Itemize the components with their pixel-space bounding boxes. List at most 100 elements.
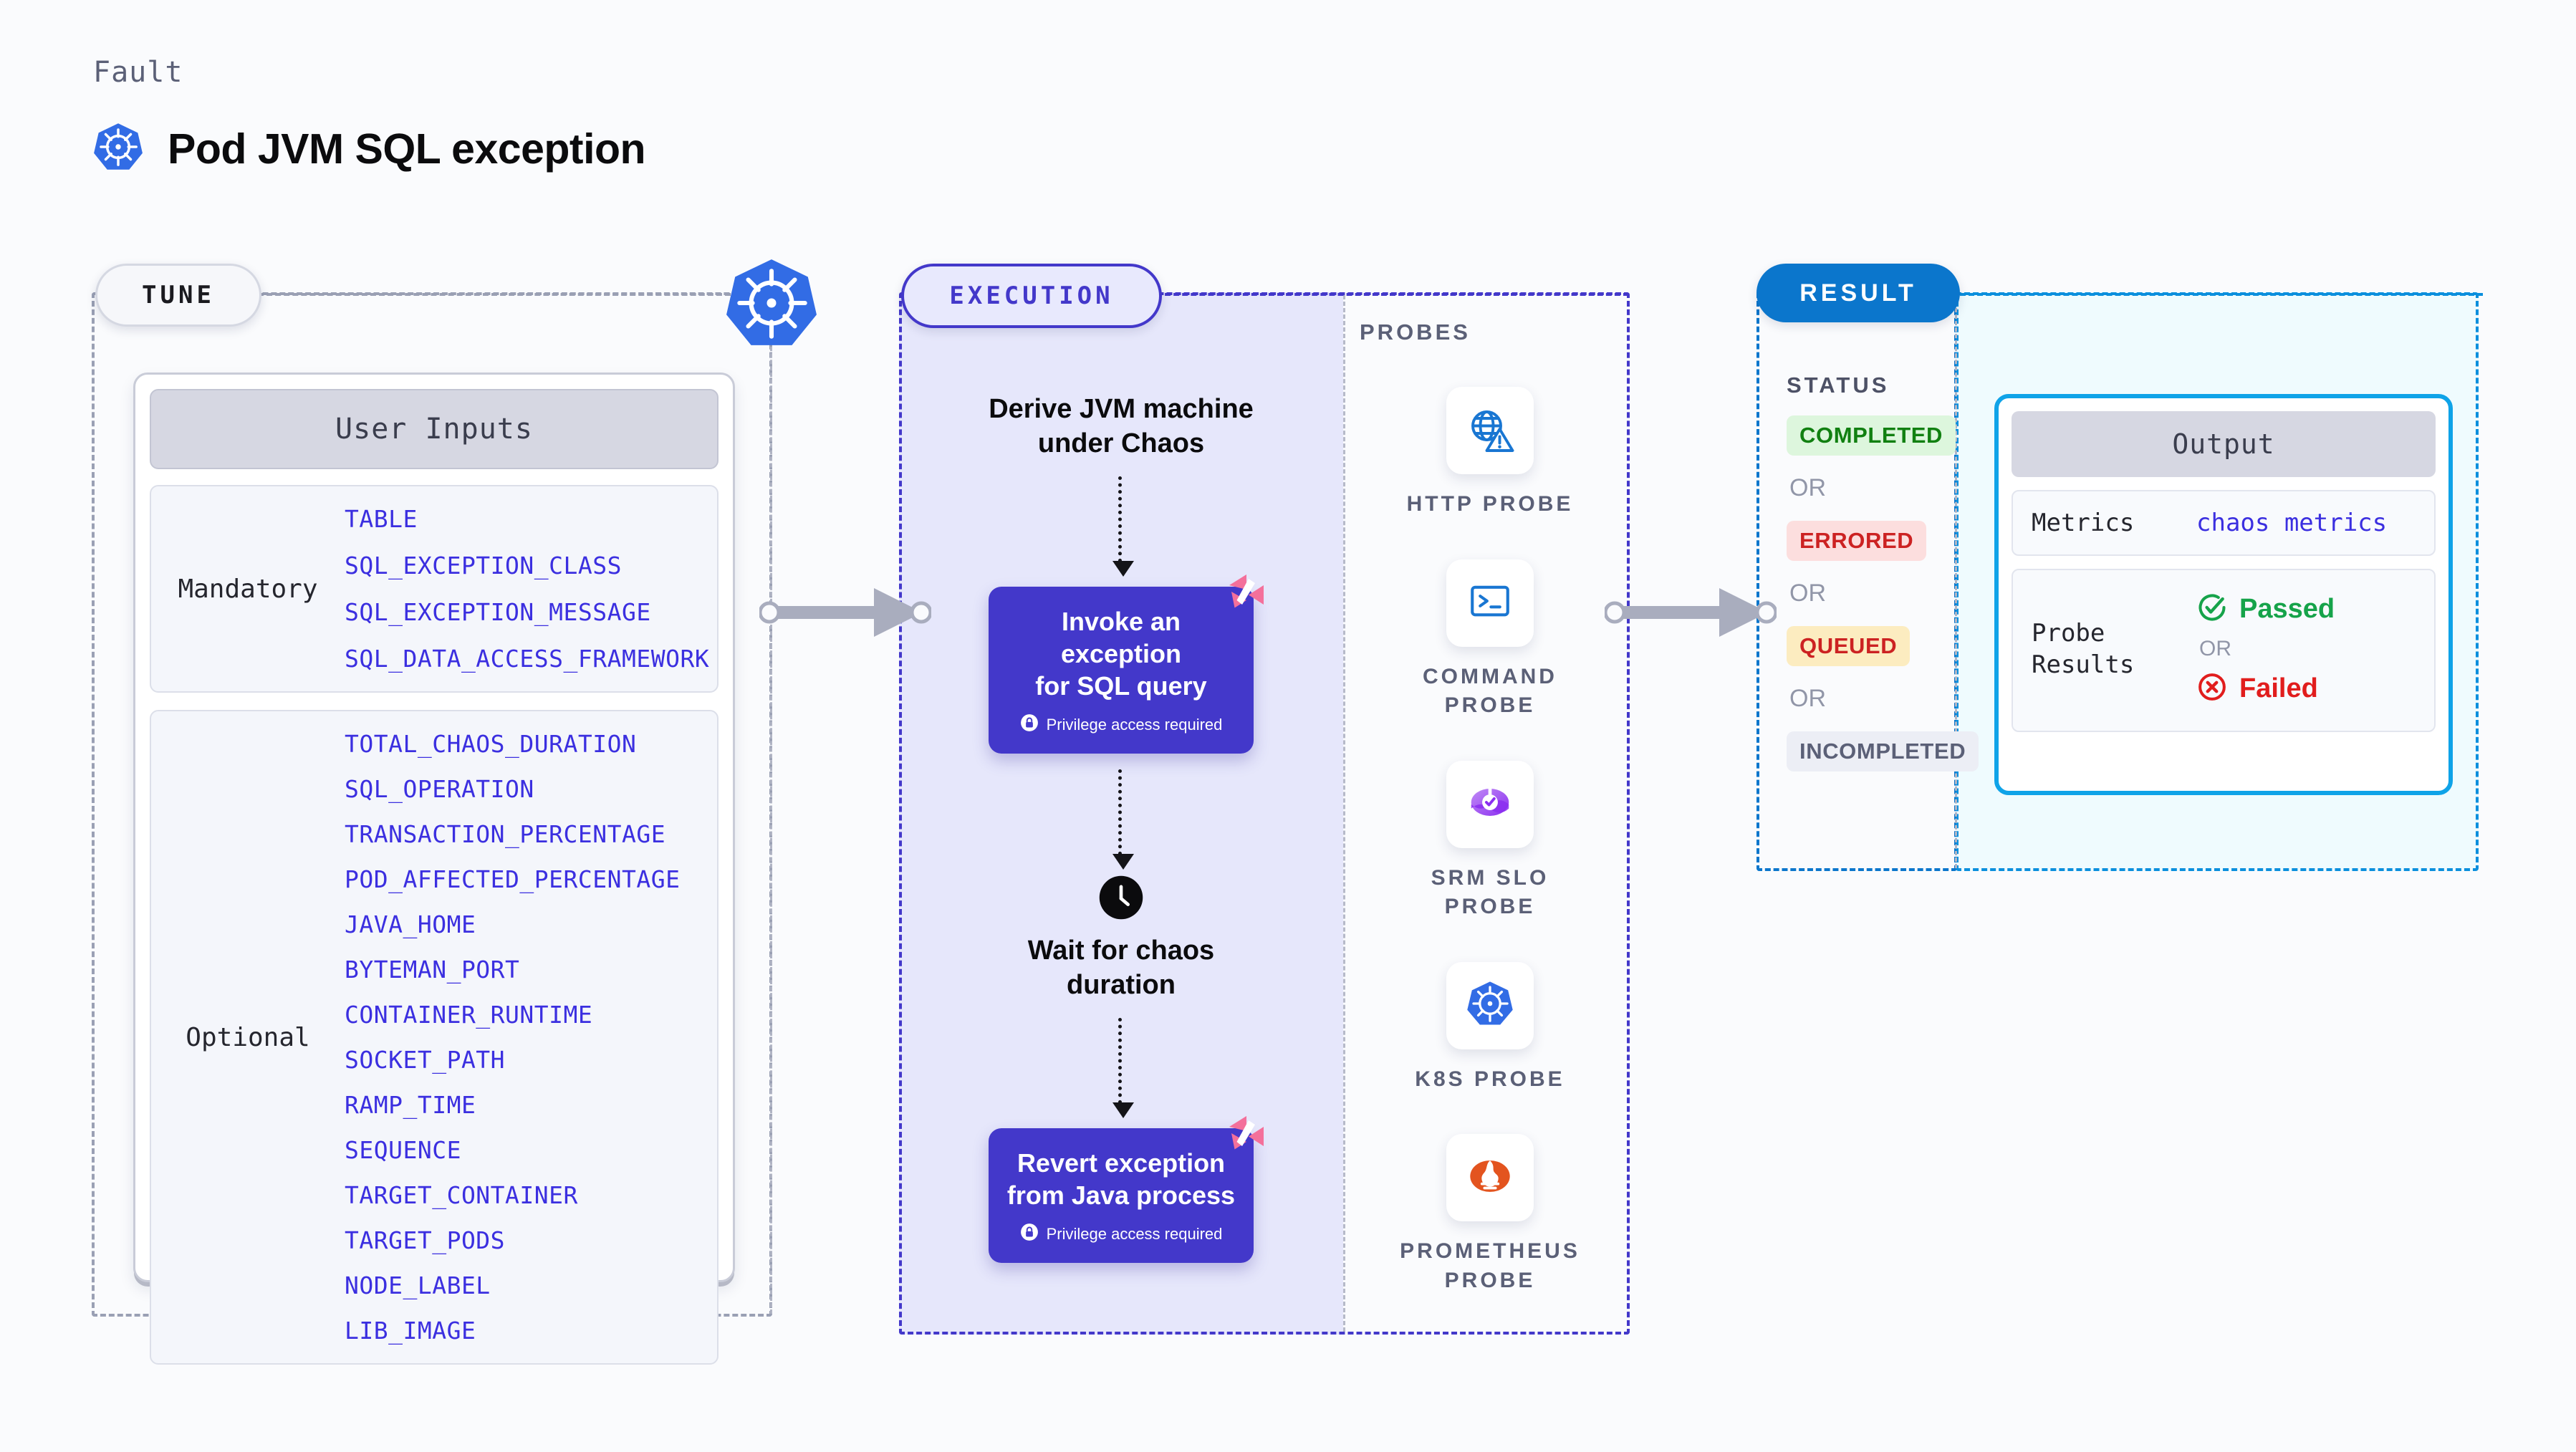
or-separator: OR [1789, 685, 1826, 712]
probe-item-srm-slo[interactable]: SRM SLO PROBE [1361, 760, 1619, 922]
probe-item-prometheus[interactable]: PROMETHEUS PROBE [1361, 1134, 1619, 1295]
page-title-row: Pod JVM SQL exception [93, 122, 646, 176]
status-badge-completed: COMPLETED [1787, 415, 1956, 456]
param-item[interactable]: CONTAINER_RUNTIME [345, 1001, 593, 1029]
flow-step-wait-chaos: Wait for chaos duration [1027, 936, 1215, 1000]
output-row-probe-results: Probe Results Passed OR [2012, 569, 2436, 733]
kubernetes-icon [93, 122, 143, 176]
param-item[interactable]: NODE_LABEL [345, 1271, 491, 1299]
or-separator: OR [1789, 580, 1826, 607]
privilege-note: Privilege access required [1003, 713, 1239, 736]
status-list: COMPLETED OR ERRORED OR QUEUED OR INCOMP… [1787, 415, 1979, 771]
tune-right-divider [770, 295, 772, 1314]
harness-logo-icon [1221, 568, 1272, 620]
execution-flow: Derive JVM machine under Chaos Invoke an… [899, 372, 1343, 1263]
status-badge-incompleted: INCOMPLETED [1787, 731, 1979, 771]
param-item[interactable]: JAVA_HOME [345, 910, 476, 938]
probe-tile[interactable] [1446, 961, 1534, 1049]
probes-section-label: PROBES [1360, 319, 1471, 345]
failed-label: Failed [2239, 673, 2318, 704]
probe-tile[interactable] [1446, 559, 1534, 647]
lock-icon [1020, 713, 1039, 736]
user-inputs-header: User Inputs [150, 389, 719, 469]
probe-label: SRM SLO PROBE [1431, 865, 1549, 919]
probe-label: PROMETHEUS PROBE [1400, 1239, 1580, 1292]
invoke-exception-title: Invoke an exception for SQL query [1035, 607, 1207, 701]
probe-label: HTTP PROBE [1406, 492, 1574, 516]
privilege-note-text: Privilege access required [1046, 716, 1223, 734]
optional-params-group: Optional TOTAL_CHAOS_DURATION SQL_OPERAT… [150, 710, 719, 1365]
terminal-icon [1466, 577, 1514, 628]
exec-probes-divider [1343, 295, 1345, 1332]
output-header: Output [2012, 411, 2436, 477]
tune-to-execution-arrow [758, 577, 933, 648]
metrics-value[interactable]: chaos metrics [2196, 509, 2388, 538]
result-connector-line [1960, 293, 2483, 296]
param-item[interactable]: SOCKET_PATH [345, 1046, 506, 1074]
fault-eyebrow-label: Fault [93, 56, 183, 89]
probe-result-passed: Passed [2196, 592, 2335, 627]
execution-connector-line [1156, 293, 1629, 296]
param-item[interactable]: SQL_EXCEPTION_MESSAGE [345, 598, 651, 626]
mandatory-params-group: Mandatory TABLE SQL_EXCEPTION_CLASS SQL_… [150, 485, 719, 693]
srm-slo-icon [1465, 777, 1515, 831]
or-separator: OR [2199, 637, 2231, 661]
check-circle-icon [2196, 592, 2228, 627]
probes-to-result-arrow [1603, 577, 1778, 648]
probe-item-http[interactable]: HTTP PROBE [1361, 387, 1619, 519]
kubernetes-icon [1465, 979, 1515, 1032]
or-separator: OR [1789, 474, 1826, 501]
probe-item-command[interactable]: COMMAND PROBE [1361, 559, 1619, 721]
param-item[interactable]: RAMP_TIME [345, 1091, 476, 1119]
metrics-label: Metrics [2032, 509, 2135, 537]
flow-arrow-2 [1112, 769, 1134, 870]
probe-item-k8s[interactable]: K8S PROBE [1361, 961, 1619, 1095]
param-item[interactable]: BYTEMAN_PORT [345, 956, 520, 984]
param-item[interactable]: TABLE [345, 505, 418, 533]
tune-section-pill[interactable]: TUNE [95, 264, 261, 327]
param-item[interactable]: POD_AFFECTED_PERCENTAGE [345, 865, 681, 893]
result-section-pill[interactable]: RESULT [1756, 264, 1960, 322]
status-badge-errored: ERRORED [1787, 521, 1927, 561]
optional-label: Optional [186, 1022, 310, 1052]
x-circle-icon [2196, 671, 2228, 706]
status-label: STATUS [1787, 372, 1890, 398]
probe-tile[interactable] [1446, 387, 1534, 474]
globe-warning-icon [1464, 403, 1516, 458]
page-title: Pod JVM SQL exception [168, 125, 646, 173]
probe-result-failed: Failed [2196, 671, 2335, 706]
flow-step-derive-jvm: Derive JVM machine under Chaos [989, 394, 1254, 458]
probe-results-label: Probe Results [2032, 619, 2135, 680]
clock-icon [1097, 874, 1145, 921]
param-item[interactable]: SQL_EXCEPTION_CLASS [345, 552, 622, 580]
probe-tile[interactable] [1446, 760, 1534, 848]
param-item[interactable]: SQL_DATA_ACCESS_FRAMEWORK [345, 645, 710, 673]
output-card: Output Metrics chaos metrics Probe Resul… [1994, 394, 2453, 795]
flow-arrow-3 [1112, 1018, 1134, 1118]
param-item[interactable]: TARGET_PODS [345, 1226, 506, 1254]
tune-connector-line [258, 293, 731, 296]
result-right-divider [1955, 295, 1957, 868]
lock-icon [1020, 1223, 1039, 1246]
param-item[interactable]: LIB_IMAGE [345, 1317, 476, 1345]
passed-label: Passed [2239, 594, 2335, 625]
param-item[interactable]: TRANSACTION_PERCENTAGE [345, 820, 666, 848]
probe-label: COMMAND PROBE [1423, 664, 1557, 718]
param-item[interactable]: SEQUENCE [345, 1136, 461, 1164]
privilege-note: Privilege access required [1003, 1223, 1239, 1246]
probes-list: HTTP PROBE COMMAND PROBE [1361, 387, 1619, 1295]
flow-step-invoke-exception[interactable]: Invoke an exception for SQL query Privil… [989, 574, 1264, 754]
execution-section-pill[interactable]: EXECUTION [901, 264, 1162, 328]
param-item[interactable]: SQL_OPERATION [345, 775, 534, 803]
flow-arrow-1 [1112, 476, 1134, 577]
param-item[interactable]: TARGET_CONTAINER [345, 1181, 578, 1209]
prometheus-icon [1465, 1151, 1515, 1205]
harness-logo-icon [1221, 1110, 1272, 1161]
probe-tile[interactable] [1446, 1134, 1534, 1221]
probe-label: K8S PROBE [1415, 1067, 1565, 1091]
output-row-metrics: Metrics chaos metrics [2012, 490, 2436, 557]
flow-step-revert-exception[interactable]: Revert exception from Java process Privi… [989, 1116, 1264, 1263]
param-item[interactable]: TOTAL_CHAOS_DURATION [345, 730, 637, 758]
mandatory-label: Mandatory [178, 574, 318, 604]
status-badge-queued: QUEUED [1787, 626, 1911, 666]
